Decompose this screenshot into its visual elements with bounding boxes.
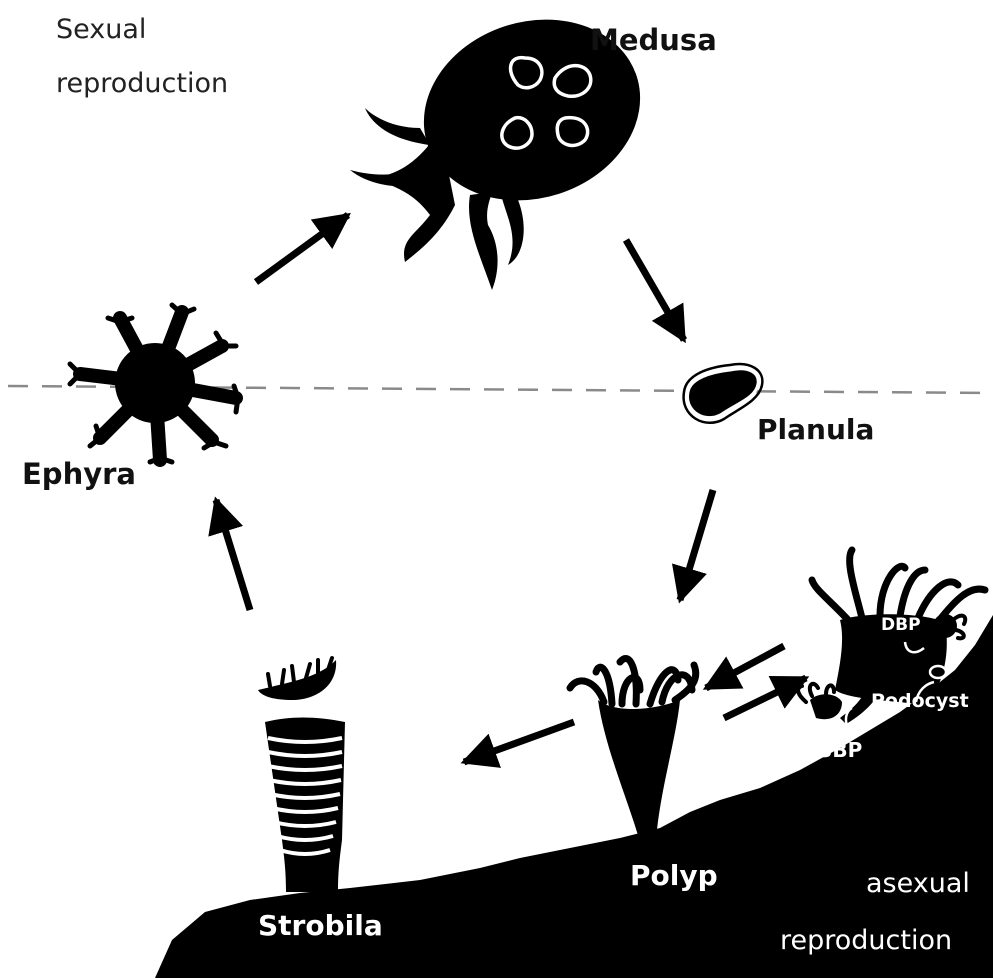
- polyp-label: Polyp: [630, 862, 718, 890]
- arrow-strobila-to-ephyra: [216, 500, 250, 610]
- arrow-polyp-to-strobila: [464, 722, 574, 762]
- ephyra-illustration: [70, 305, 238, 462]
- planula-label: Planula: [757, 416, 874, 444]
- sexual-reproduction-label-line1: Sexual: [56, 16, 146, 43]
- arrow-ephyra-to-medusa: [256, 215, 348, 282]
- podocyst-label: Podocyst: [871, 692, 969, 711]
- asexual-reproduction-label-line2: reproduction: [780, 927, 952, 954]
- strobila-label: Strobila: [258, 912, 383, 940]
- strobila-illustration: [258, 658, 345, 892]
- arrow-planula-to-polyp: [680, 490, 713, 600]
- arrow-budding-to-polyp: [706, 646, 784, 688]
- polyp-illustration: [570, 658, 696, 842]
- dbp-label: DBP: [881, 617, 921, 634]
- planula-illustration: [684, 364, 763, 423]
- ephyra-label: Ephyra: [22, 460, 136, 489]
- asexual-reproduction-label-line1: asexual: [866, 870, 970, 897]
- sexual-reproduction-label-line2: reproduction: [56, 70, 228, 97]
- arrow-polyp-to-budding: [724, 678, 806, 718]
- medusa-label: Medusa: [590, 26, 717, 55]
- sbp-label: SBP: [818, 740, 862, 760]
- arrow-medusa-to-planula: [626, 240, 684, 340]
